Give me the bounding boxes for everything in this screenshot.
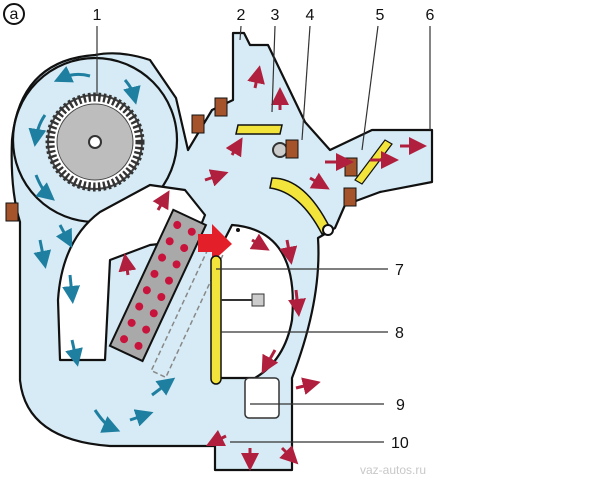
watermark: vaz-autos.ru (360, 463, 426, 477)
label-8: 8 (395, 325, 404, 342)
blower-fan (45, 92, 145, 192)
figure-tag-letter: a (10, 6, 19, 23)
label-4: 4 (306, 7, 315, 24)
label-9: 9 (396, 397, 405, 414)
footwell-flap (244, 377, 280, 419)
warm-air-arrow-icon (198, 224, 232, 262)
defrost-flap (235, 124, 283, 135)
warm-air-arrows (118, 65, 427, 471)
temperature-flap (210, 255, 222, 385)
label-6: 6 (426, 7, 435, 24)
label-10: 10 (391, 435, 409, 452)
label-7: 7 (395, 262, 404, 279)
heater-core (108, 208, 224, 379)
label-3: 3 (271, 7, 280, 24)
leader-lines (96, 25, 431, 443)
figure-tag: a (3, 3, 25, 25)
label-1: 1 (93, 7, 102, 24)
cold-air-arrows (28, 66, 176, 433)
label-2: 2 (237, 7, 246, 24)
label-5: 5 (376, 7, 385, 24)
